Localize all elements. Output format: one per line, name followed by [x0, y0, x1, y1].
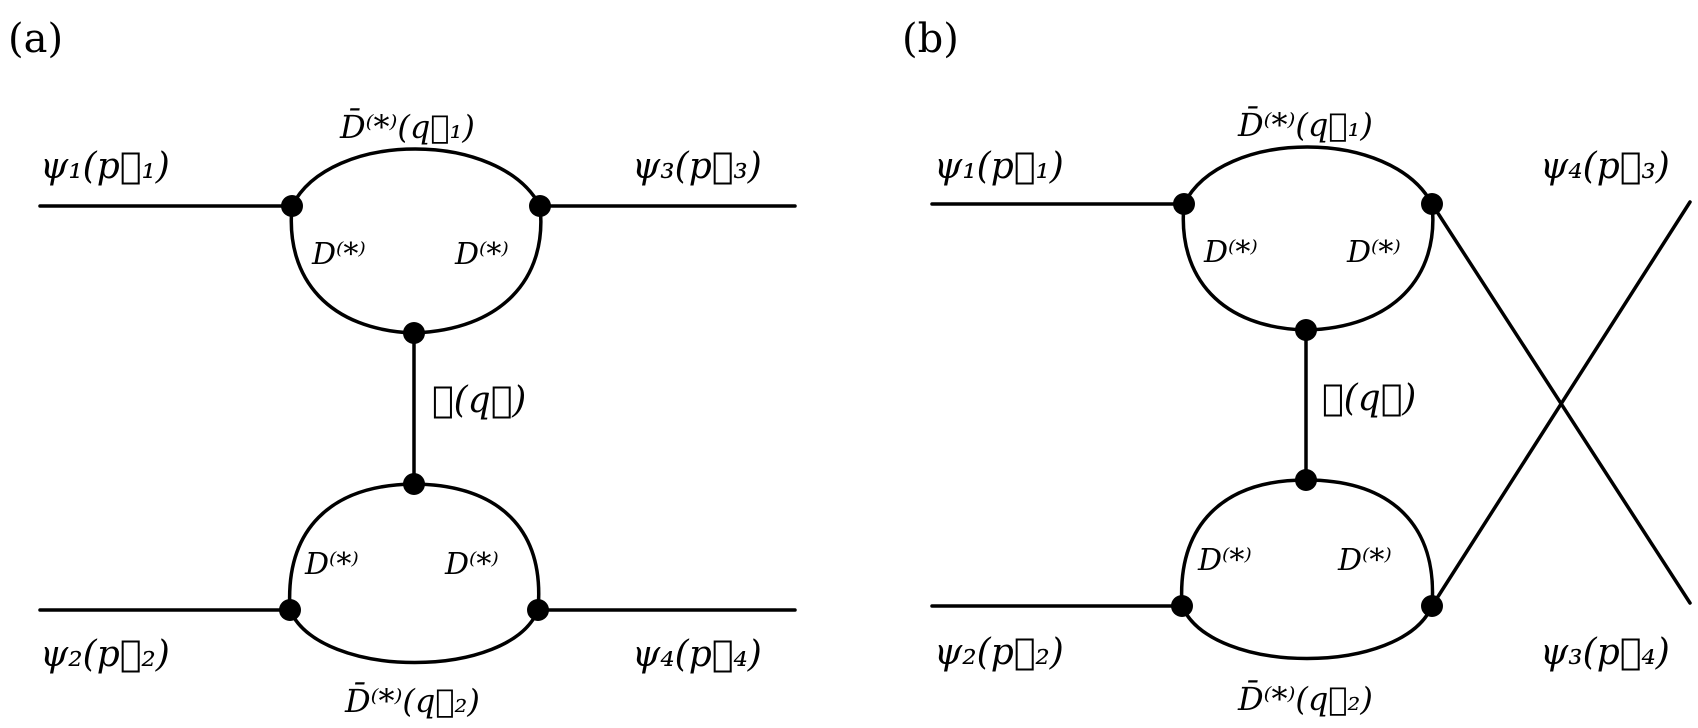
vertex — [527, 599, 549, 621]
label-out-top: ψ₄(p⃗₃) — [1540, 146, 1670, 187]
label-exchange: 𝒫(q⃗) — [432, 380, 526, 421]
label-exchange: 𝒫(q⃗) — [1322, 378, 1416, 419]
label-loop-top-inner-left: D⁽*⁾ — [1203, 235, 1258, 270]
label-loop-top-outer: D̄⁽*⁾(q⃗₁) — [1237, 106, 1373, 144]
vertex — [1421, 595, 1443, 617]
vertex — [1173, 193, 1195, 215]
label-loop-top-inner-left: D⁽*⁾ — [311, 237, 366, 272]
label-loop-bottom-inner-right: D⁽*⁾ — [1337, 543, 1392, 578]
panel-b: (b) ψ₁(p⃗₁) ψ₄(p⃗₃) ψ₂(p⃗₂) ψ₃(p⃗₄) D̄⁽*… — [902, 16, 1692, 718]
panel-a-tag: (a) — [8, 16, 63, 62]
loop-top-upper-arc — [290, 147, 542, 208]
loop-bottom-lower-arc — [288, 608, 540, 665]
line-out-crossed-up — [1430, 200, 1692, 608]
vertex — [1295, 469, 1317, 491]
label-in-top: ψ₁(p⃗₁) — [934, 146, 1064, 187]
label-out-bottom: ψ₃(p⃗₄) — [1540, 632, 1670, 673]
label-loop-bottom-outer: D̄⁽*⁾(q⃗₂) — [344, 682, 480, 720]
vertex — [1295, 319, 1317, 341]
label-loop-top-inner-right: D⁽*⁾ — [454, 237, 509, 272]
label-in-bottom: ψ₂(p⃗₂) — [934, 632, 1064, 673]
label-loop-bottom-inner-right: D⁽*⁾ — [444, 547, 499, 582]
loop-top-upper-arc — [1182, 145, 1434, 206]
label-loop-bottom-inner-left: D⁽*⁾ — [1197, 543, 1252, 578]
label-loop-top-inner-right: D⁽*⁾ — [1346, 235, 1401, 270]
label-loop-top-outer: D̄⁽*⁾(q⃗₁) — [339, 108, 475, 146]
label-out-bottom: ψ₄(p⃗₄) — [632, 634, 762, 675]
label-in-bottom: ψ₂(p⃗₂) — [40, 634, 170, 675]
panel-a: (a) ψ₁(p⃗₁) ψ₃(p⃗₃) ψ₂(p⃗₂) ψ₄(p⃗₄) D̄⁽*… — [8, 16, 797, 720]
vertex — [529, 195, 551, 217]
vertex — [403, 473, 425, 495]
vertex — [403, 322, 425, 344]
label-out-top: ψ₃(p⃗₃) — [632, 146, 762, 187]
vertex — [1171, 595, 1193, 617]
label-in-top: ψ₁(p⃗₁) — [40, 146, 170, 187]
vertex — [279, 599, 301, 621]
vertex — [1421, 193, 1443, 215]
panel-b-tag: (b) — [902, 16, 959, 62]
loop-bottom-lower-arc — [1180, 604, 1434, 661]
label-loop-bottom-inner-left: D⁽*⁾ — [304, 547, 359, 582]
label-loop-bottom-outer: D̄⁽*⁾(q⃗₂) — [1237, 680, 1373, 718]
vertex — [281, 195, 303, 217]
